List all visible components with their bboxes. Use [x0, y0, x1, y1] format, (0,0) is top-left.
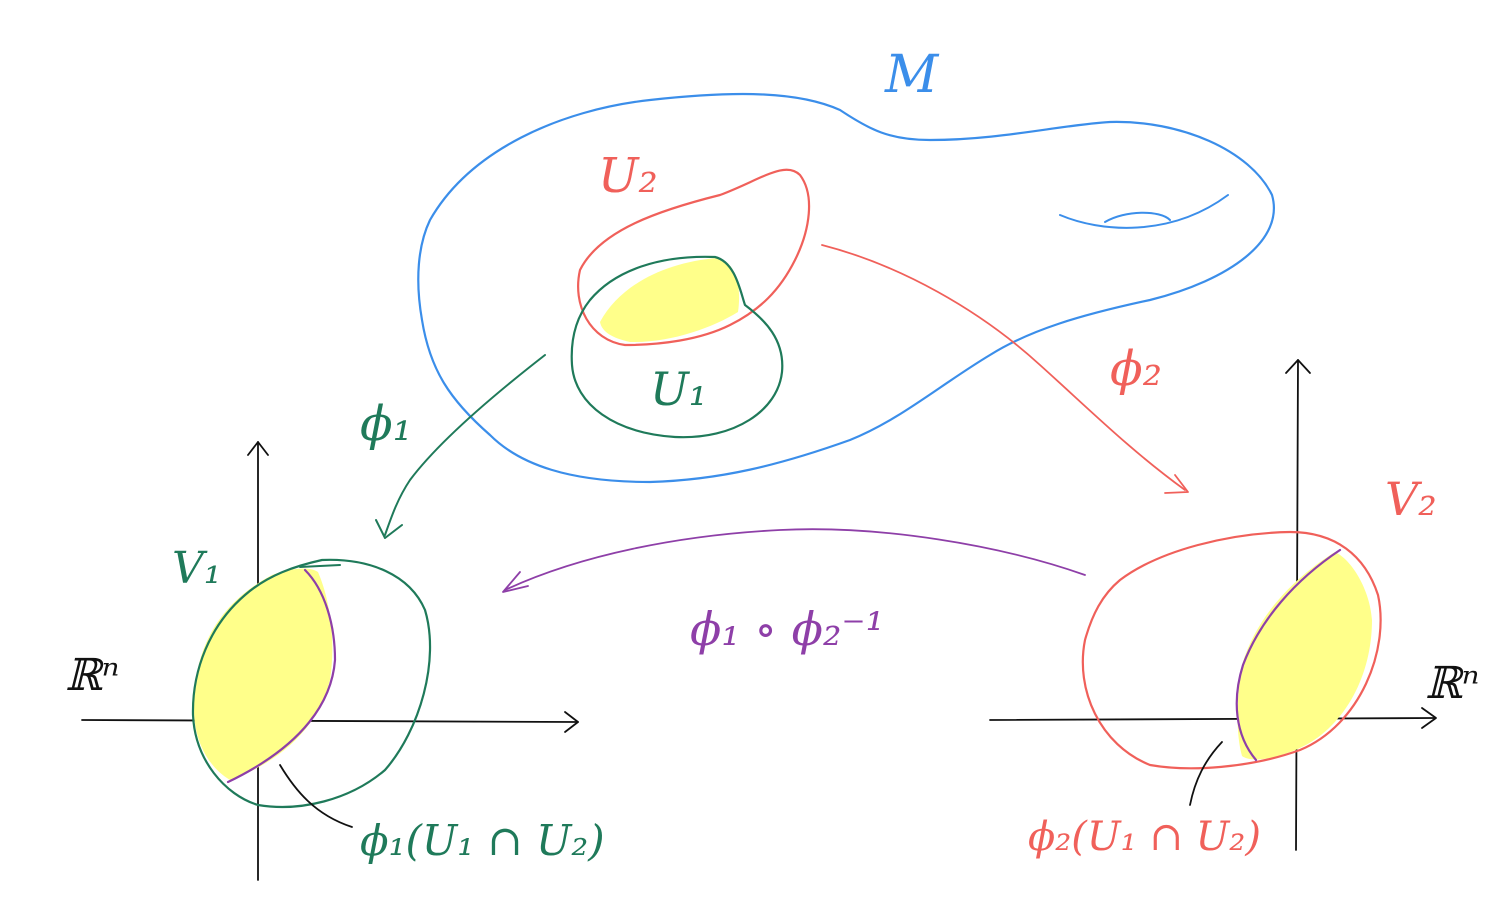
- label-image2: ϕ₂(U₁ ∩ U₂): [1028, 814, 1261, 860]
- label-u2: U₂: [598, 148, 658, 204]
- manifold-handle-inner: [1104, 211, 1171, 223]
- transition-arrow: [502, 528, 1086, 593]
- right-x-arrowhead: [1421, 707, 1437, 729]
- phi2-arrow: [821, 244, 1189, 494]
- label-u1: U₁: [650, 362, 707, 416]
- transition-arrow-shaft: [504, 528, 1086, 591]
- label-v2: V₂: [1385, 472, 1437, 526]
- image2-highlight: [1237, 552, 1372, 760]
- phi2-arrow-shaft: [821, 244, 1186, 491]
- left-x-arrowhead: [564, 711, 579, 733]
- u2-outline: [577, 168, 811, 347]
- manifold-handle-curve: [1059, 194, 1229, 229]
- phi1-arrow: [375, 354, 546, 539]
- label-transition: ϕ₁ ∘ ϕ₂⁻¹: [690, 602, 884, 656]
- transition-arrow-head: [502, 571, 529, 593]
- right-y-arrowhead: [1285, 359, 1311, 374]
- phi2-arrow-head: [1164, 474, 1189, 494]
- label-rn-left: ℝⁿ: [65, 650, 119, 701]
- v1-outline: [191, 558, 432, 809]
- image1-pointer: [279, 764, 353, 828]
- u1-outline: [570, 255, 784, 439]
- label-phi1: ϕ₁: [360, 396, 412, 452]
- label-phi2: ϕ₂: [1110, 341, 1162, 397]
- left-x-axis: [81, 719, 579, 723]
- phi1-arrow-head: [375, 519, 403, 539]
- phi1-arrow-shaft: [384, 354, 546, 536]
- left-y-arrowhead: [247, 441, 269, 456]
- manifold-outline: [417, 92, 1275, 484]
- label-manifold: M: [884, 45, 940, 105]
- image1-highlight: [193, 568, 333, 780]
- image2-boundary: [1235, 548, 1342, 762]
- image1-boundary: [226, 568, 337, 784]
- label-image1: ϕ₁(U₁ ∩ U₂): [360, 816, 605, 865]
- label-rn-right: ℝⁿ: [1425, 658, 1479, 709]
- v1-outline-tail: [299, 564, 341, 568]
- manifold: [417, 92, 1275, 484]
- label-v1: V₁: [172, 543, 221, 594]
- v2-outline: [1081, 530, 1382, 770]
- overlap-region-m: [600, 258, 740, 343]
- right-x-axis: [989, 717, 1436, 721]
- image2-pointer: [1189, 741, 1223, 806]
